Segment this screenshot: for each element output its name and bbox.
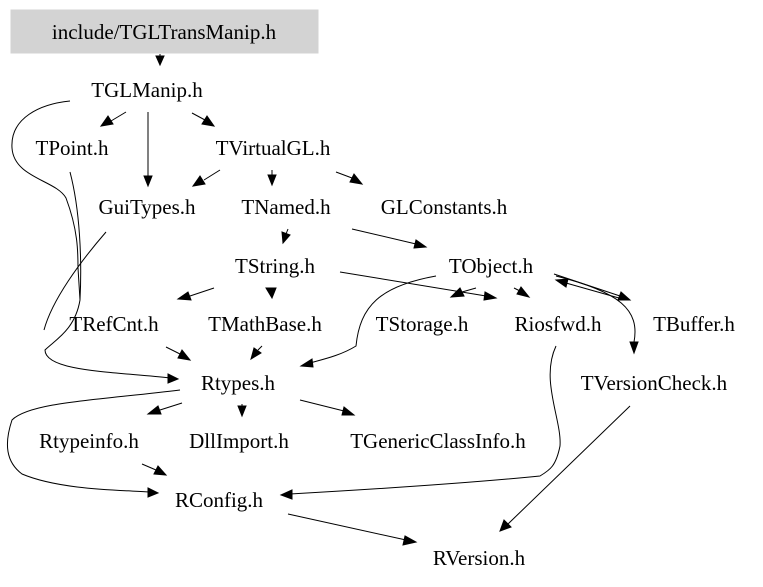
edge-riosfwd-rconfig bbox=[279, 345, 561, 500]
edges bbox=[6, 54, 639, 546]
node-rconfig[interactable]: RConfig.h bbox=[175, 488, 264, 512]
root-node-box bbox=[10, 9, 319, 54]
edge-root-tglmanip bbox=[155, 54, 165, 67]
node-glconstants[interactable]: GLConstants.h bbox=[381, 195, 508, 219]
edge-tvirtualgl-tnamed bbox=[267, 170, 277, 187]
edge-tnamed-tobject bbox=[351, 228, 428, 249]
node-tmathbase[interactable]: TMathBase.h bbox=[208, 312, 322, 336]
edge-rtypeinfo-rconfig bbox=[141, 463, 168, 476]
edge-tmathbase-rtypes bbox=[250, 345, 263, 361]
edge-rtypes-tgenericclassinfo bbox=[299, 399, 356, 416]
node-tpoint[interactable]: TPoint.h bbox=[36, 136, 109, 160]
edge-tversioncheck-rversion bbox=[499, 405, 631, 532]
edge-tnamed-tstring bbox=[281, 228, 291, 245]
edge-rtypes-rtypeinfo bbox=[146, 402, 183, 415]
node-tvirtualgl[interactable]: TVirtualGL.h bbox=[216, 136, 331, 160]
edge-tvirtualgl-glconstants bbox=[335, 171, 364, 185]
edge-tobject-rtypes bbox=[299, 275, 437, 368]
node-tnamed[interactable]: TNamed.h bbox=[241, 195, 331, 219]
edge-tbuffer-tobject bbox=[554, 278, 627, 301]
edge-tglmanip-rtypes bbox=[11, 100, 81, 301]
node-rversion[interactable]: RVersion.h bbox=[433, 546, 526, 570]
node-tbuffer[interactable]: TBuffer.h bbox=[653, 312, 735, 336]
edge-trefcnt-rtypes bbox=[165, 346, 192, 361]
node-guitypes[interactable]: GuiTypes.h bbox=[98, 195, 196, 219]
node-rtypes[interactable]: Rtypes.h bbox=[201, 371, 276, 395]
edge-tpoint-rtypes bbox=[44, 171, 180, 384]
root-node-label: include/TGLTransManip.h bbox=[52, 20, 277, 44]
edge-guitypes-rtypes bbox=[43, 231, 107, 331]
node-root[interactable]: include/TGLTransManip.h bbox=[10, 9, 319, 54]
node-tgenericclassinfo[interactable]: TGenericClassInfo.h bbox=[350, 429, 526, 453]
edge-tglmanip-tvirtualgl bbox=[191, 112, 216, 127]
edge-rtypes-rconfig bbox=[6, 389, 181, 498]
edge-tstring-tmathbase bbox=[265, 287, 277, 300]
edge-tstring-trefcnt bbox=[176, 287, 215, 301]
edge-tobject-riosfwd bbox=[513, 286, 531, 298]
node-dllimport[interactable]: DllImport.h bbox=[189, 429, 289, 453]
edge-tobject-tstorage bbox=[449, 287, 477, 298]
edge-rtypes-dllimport bbox=[237, 404, 247, 418]
edge-tobject-tversioncheck bbox=[555, 275, 639, 355]
node-rtypeinfo[interactable]: Rtypeinfo.h bbox=[39, 429, 139, 453]
edge-tglmanip-guitypes bbox=[143, 112, 153, 188]
node-trefcnt[interactable]: TRefCnt.h bbox=[69, 312, 159, 336]
node-tversioncheck[interactable]: TVersionCheck.h bbox=[581, 371, 728, 395]
node-tglmanip[interactable]: TGLManip.h bbox=[91, 78, 203, 102]
node-tobject[interactable]: TObject.h bbox=[449, 254, 534, 278]
node-tstorage[interactable]: TStorage.h bbox=[376, 312, 469, 336]
nodes: TGLManip.h TPoint.h TVirtualGL.h GuiType… bbox=[36, 78, 736, 570]
edge-tvirtualgl-guitypes bbox=[191, 169, 221, 187]
edge-tglmanip-tpoint bbox=[99, 111, 127, 127]
node-riosfwd[interactable]: Riosfwd.h bbox=[515, 312, 602, 336]
edge-rconfig-rversion bbox=[287, 513, 418, 546]
node-tstring[interactable]: TString.h bbox=[235, 254, 315, 278]
